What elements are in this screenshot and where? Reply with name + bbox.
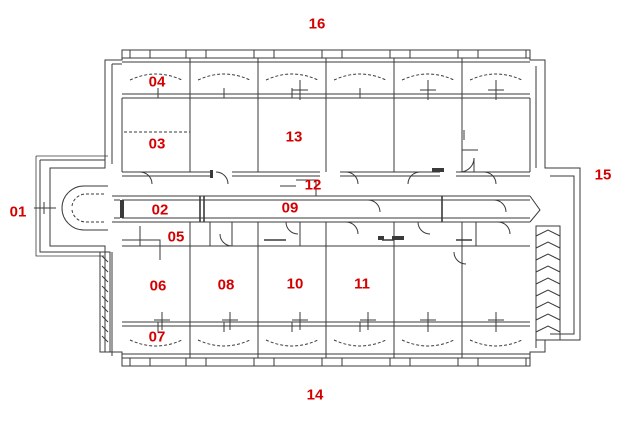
room-label-12: 12 — [304, 176, 322, 194]
zone-label-15: 15 — [594, 166, 612, 184]
building-outline — [35, 49, 581, 367]
room-label-02: 02 — [151, 201, 169, 219]
room-label-03: 03 — [148, 135, 166, 153]
corridor — [122, 195, 541, 223]
west-stair — [99, 251, 111, 353]
room-label-05: 05 — [167, 228, 185, 246]
zone-label-14: 14 — [306, 386, 324, 404]
room-label-04: 04 — [148, 73, 166, 91]
room-label-13: 13 — [285, 128, 303, 146]
entrance — [34, 185, 122, 231]
zone-label-01: 01 — [9, 203, 27, 221]
north-rooms — [121, 98, 531, 196]
room-label-11: 11 — [354, 275, 370, 293]
wall-stubs — [120, 168, 444, 240]
room-label-10: 10 — [286, 275, 304, 293]
window-mullions — [154, 80, 504, 330]
room-label-07: 07 — [148, 328, 166, 346]
east-stair — [535, 225, 561, 341]
room-label-09: 09 — [281, 199, 299, 217]
zone-label-16: 16 — [308, 15, 326, 33]
room-label-08: 08 — [217, 276, 235, 294]
room-label-06: 06 — [149, 277, 167, 295]
